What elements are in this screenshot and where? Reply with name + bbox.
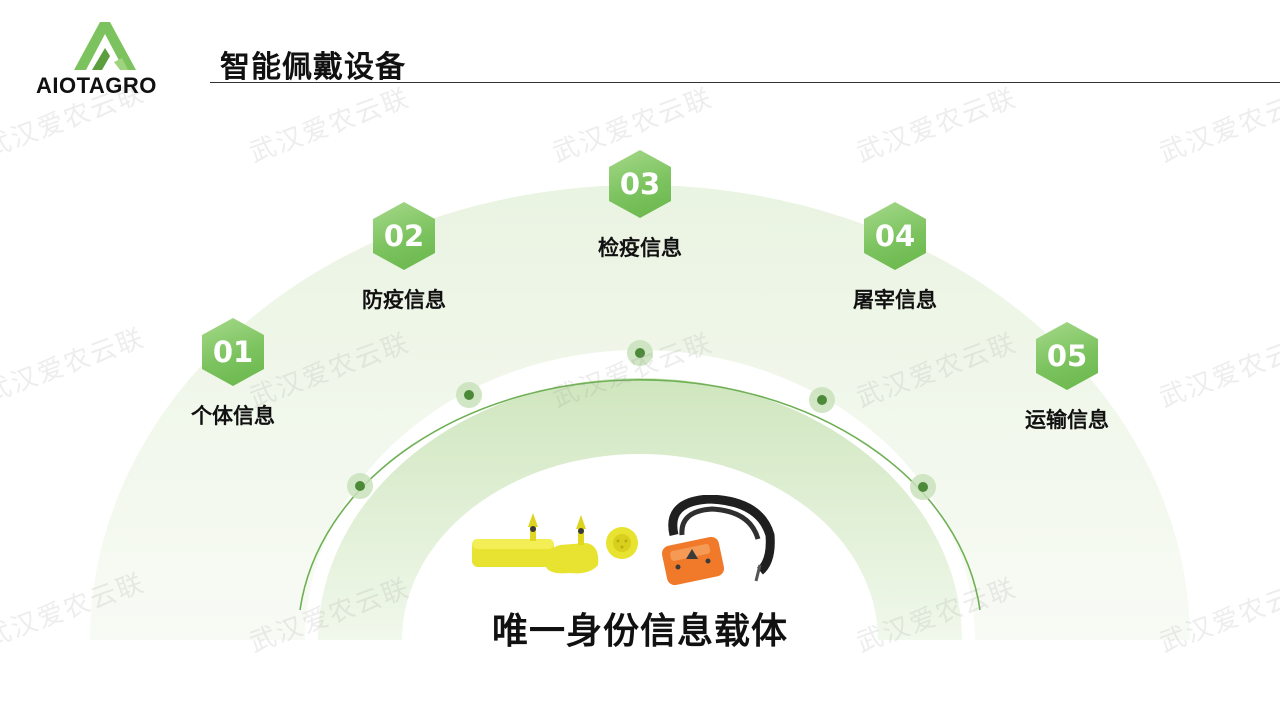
node-label-05: 运输信息 — [1025, 408, 1109, 432]
node-label-01: 个体信息 — [191, 404, 275, 428]
ear-tag-button-icon — [606, 527, 638, 559]
node-04: 04 屠宰信息 — [825, 202, 965, 314]
ear-tag-round-icon — [545, 515, 599, 574]
connecting-curve — [299, 379, 981, 611]
hexagon-badge-03: 03 — [609, 150, 671, 218]
hexagon-badge-01: 01 — [202, 318, 264, 386]
hexagon-badge-02: 02 — [373, 202, 435, 270]
page-title: 智能佩戴设备 — [220, 50, 406, 85]
curve-dots — [347, 340, 936, 500]
node-02: 02 防疫信息 — [334, 202, 474, 314]
logo-mark-icon — [74, 22, 136, 70]
ear-tag-flat-icon — [472, 513, 554, 567]
node-label-02: 防疫信息 — [362, 288, 446, 312]
inner-arc-band — [318, 378, 962, 640]
logo-wordmark: AIOTAGRO — [36, 73, 157, 98]
title-divider — [210, 82, 1280, 83]
node-label-03: 检疫信息 — [598, 236, 682, 260]
wearable-devices-illustration — [472, 495, 775, 586]
hexagon-badge-05: 05 — [1036, 322, 1098, 390]
outer-arc-band — [90, 185, 1190, 640]
node-05: 05 运输信息 — [997, 322, 1137, 434]
node-03: 03 检疫信息 — [570, 150, 710, 262]
smart-collar-icon — [661, 495, 775, 586]
company-logo: AIOTAGRO — [30, 18, 186, 100]
hexagon-badge-04: 04 — [864, 202, 926, 270]
node-01: 01 个体信息 — [163, 318, 303, 430]
caption-unique-identity-carrier: 唯一身份信息载体 — [491, 611, 788, 652]
node-label-04: 屠宰信息 — [853, 288, 937, 312]
